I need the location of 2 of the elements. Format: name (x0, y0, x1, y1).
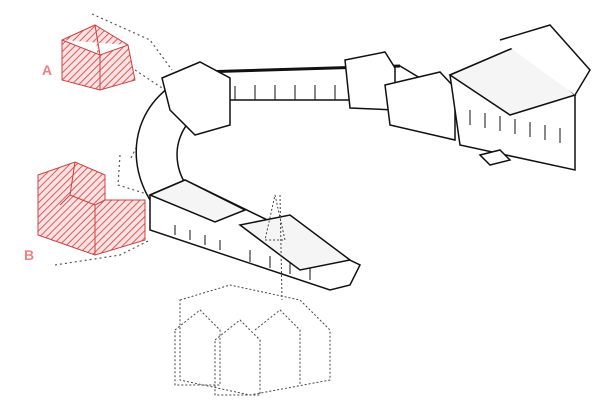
callout-letter: A (42, 62, 52, 78)
callout-letter: B (24, 247, 34, 263)
